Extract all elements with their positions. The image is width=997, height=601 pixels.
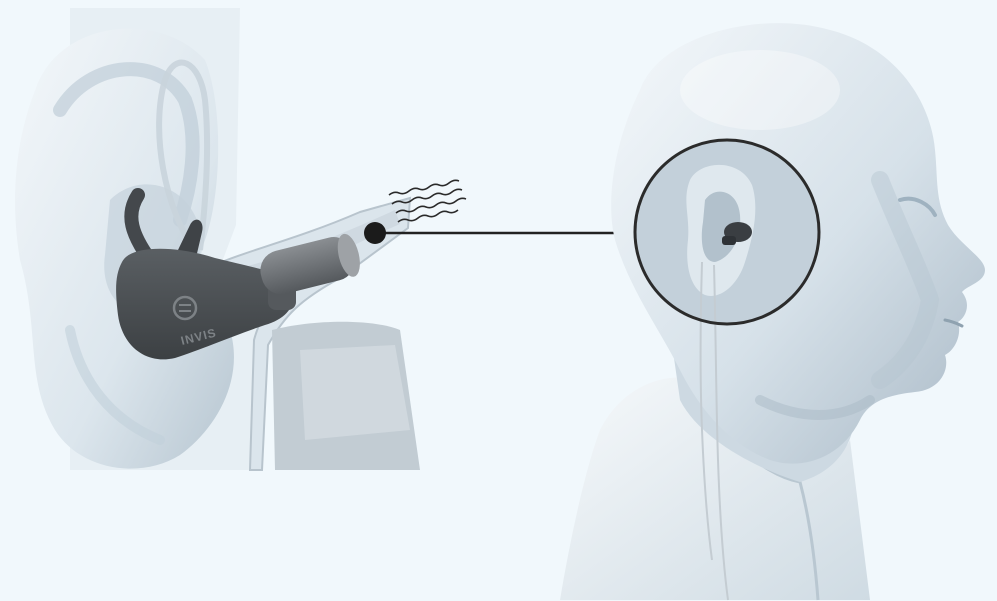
ear-closeup-panel: INVIS — [15, 8, 420, 470]
callout-dot-icon — [364, 222, 386, 244]
jaw-block-highlight — [300, 345, 410, 440]
head-highlight — [680, 50, 840, 130]
